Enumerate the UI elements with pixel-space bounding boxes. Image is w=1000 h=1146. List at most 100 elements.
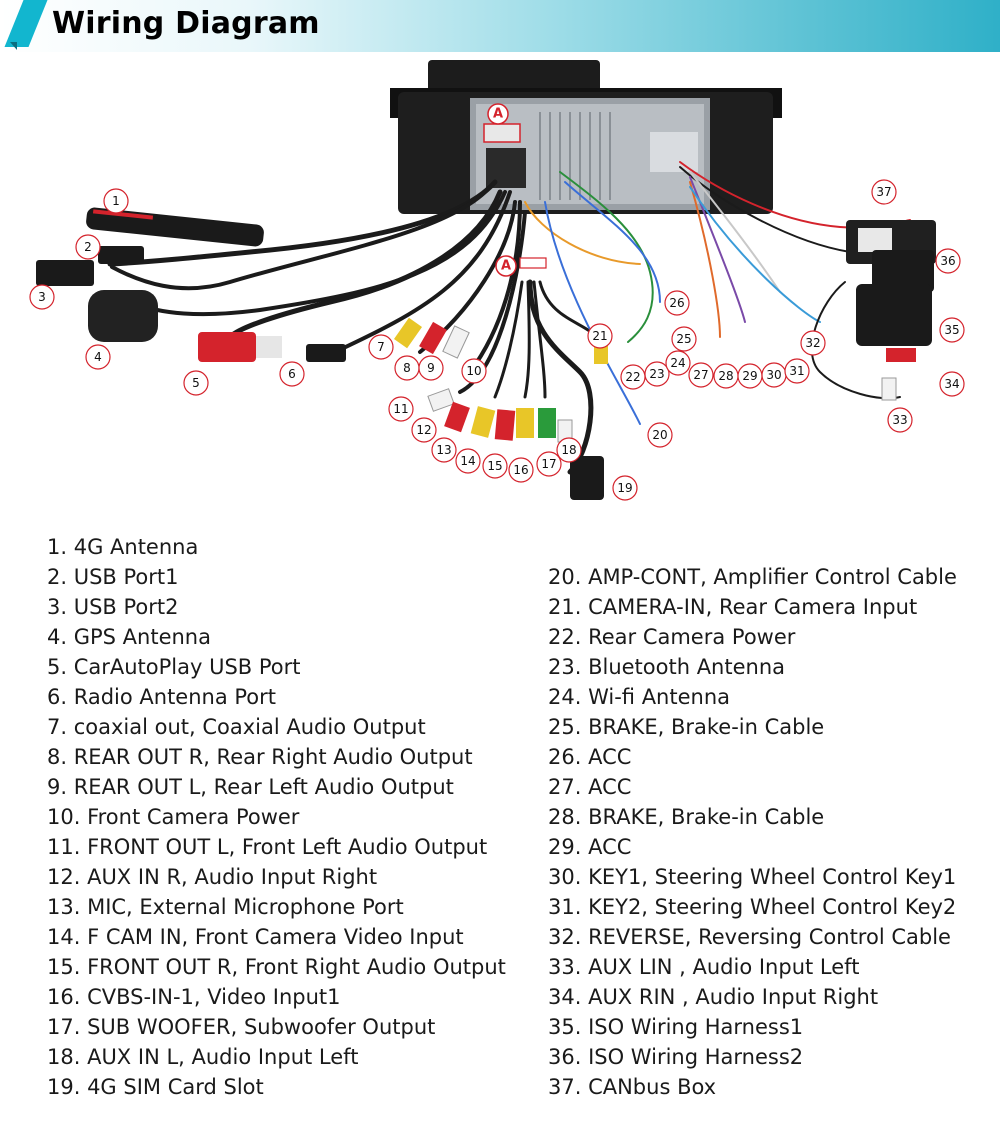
callout-1: 1 bbox=[103, 188, 129, 214]
callout-7: 7 bbox=[368, 334, 394, 360]
iso-harness bbox=[846, 220, 936, 346]
svg-text:37: 37 bbox=[876, 185, 891, 199]
svg-text:35: 35 bbox=[944, 323, 959, 337]
carautoplay-usb-cap bbox=[256, 336, 282, 358]
callout-21: 21 bbox=[587, 323, 613, 349]
svg-text:26: 26 bbox=[669, 296, 684, 310]
callout-group: 1 2 3 4 5 6 7 8 9 10 11 12 13 14 15 16 1… bbox=[29, 179, 965, 501]
svg-text:25: 25 bbox=[676, 332, 691, 346]
svg-text:18: 18 bbox=[561, 443, 576, 457]
legend-item: 2. USB Port1 bbox=[47, 565, 179, 589]
svg-text:A: A bbox=[493, 107, 503, 122]
connector-tag-a-top: A bbox=[487, 103, 509, 125]
callout-8: 8 bbox=[394, 355, 420, 381]
svg-text:16: 16 bbox=[513, 463, 528, 477]
svg-text:21: 21 bbox=[592, 329, 607, 343]
svg-text:A: A bbox=[501, 259, 511, 274]
header-accent-bar bbox=[4, 0, 48, 47]
legend-item: 18. AUX IN L, Audio Input Left bbox=[47, 1045, 359, 1069]
legend-item: 20. AMP-CONT, Amplifier Control Cable bbox=[548, 565, 957, 589]
svg-text:20: 20 bbox=[652, 428, 667, 442]
callout-6: 6 bbox=[279, 361, 305, 387]
callout-32: 32 bbox=[800, 330, 826, 356]
connector-tag-a-bottom: A bbox=[495, 255, 547, 277]
callout-5: 5 bbox=[183, 370, 209, 396]
svg-text:34: 34 bbox=[944, 377, 959, 391]
callout-16: 16 bbox=[508, 457, 534, 483]
legend-item: 22. Rear Camera Power bbox=[548, 625, 796, 649]
svg-text:36: 36 bbox=[940, 254, 955, 268]
legend-item: 25. BRAKE, Brake-in Cable bbox=[548, 715, 825, 739]
svg-text:30: 30 bbox=[766, 368, 781, 382]
callout-20: 20 bbox=[647, 422, 673, 448]
callout-31: 31 bbox=[784, 358, 810, 384]
svg-text:24: 24 bbox=[670, 356, 685, 370]
callout-11: 11 bbox=[388, 396, 414, 422]
svg-text:32: 32 bbox=[805, 336, 820, 350]
svg-text:31: 31 bbox=[789, 364, 804, 378]
header-banner: Wiring Diagram bbox=[0, 0, 1000, 52]
header-fold bbox=[10, 42, 17, 50]
svg-text:2: 2 bbox=[84, 240, 92, 254]
4g-antenna bbox=[86, 207, 264, 247]
legend-item: 8. REAR OUT R, Rear Right Audio Output bbox=[47, 745, 473, 769]
legend-item: 14. F CAM IN, Front Camera Video Input bbox=[47, 925, 464, 949]
callout-13: 13 bbox=[431, 437, 457, 463]
svg-text:19: 19 bbox=[617, 481, 632, 495]
legend-item: 11. FRONT OUT L, Front Left Audio Output bbox=[47, 835, 488, 859]
legend-item: 3. USB Port2 bbox=[47, 595, 179, 619]
legend-item: 19. 4G SIM Card Slot bbox=[47, 1075, 264, 1099]
callout-35: 35 bbox=[939, 317, 965, 343]
svg-text:14: 14 bbox=[460, 454, 475, 468]
callout-17: 17 bbox=[536, 451, 562, 477]
legend-item: 31. KEY2, Steering Wheel Control Key2 bbox=[548, 895, 957, 919]
wiring-diagram: A A 1 2 3 4 5 6 7 8 9 10 11 12 13 14 15 … bbox=[29, 60, 965, 501]
svg-text:10: 10 bbox=[466, 364, 481, 378]
legend-item: 36. ISO Wiring Harness2 bbox=[548, 1045, 804, 1069]
legend-item: 33. AUX LIN , Audio Input Left bbox=[548, 955, 860, 979]
callout-2: 2 bbox=[75, 234, 101, 260]
svg-text:9: 9 bbox=[427, 361, 435, 375]
callout-24: 24 bbox=[665, 350, 691, 376]
legend-item: 26. ACC bbox=[548, 745, 632, 769]
svg-text:7: 7 bbox=[377, 340, 385, 354]
callout-27: 27 bbox=[688, 362, 714, 388]
svg-text:23: 23 bbox=[649, 367, 664, 381]
legend-item: 24. Wi-fi Antenna bbox=[548, 685, 731, 709]
callout-25: 25 bbox=[671, 326, 697, 352]
radio-antenna-port bbox=[306, 344, 346, 362]
legend-item: 10. Front Camera Power bbox=[47, 805, 300, 829]
legend-left-column: 1. 4G Antenna 2. USB Port1 3. USB Port2 … bbox=[47, 532, 506, 1102]
callout-37: 37 bbox=[871, 179, 897, 205]
callout-30: 30 bbox=[761, 362, 787, 388]
svg-text:17: 17 bbox=[541, 457, 556, 471]
svg-text:1: 1 bbox=[112, 194, 120, 208]
svg-text:12: 12 bbox=[416, 423, 431, 437]
legend-item: 16. CVBS-IN-1, Video Input1 bbox=[47, 985, 341, 1009]
callout-14: 14 bbox=[455, 448, 481, 474]
legend-item: 6. Radio Antenna Port bbox=[47, 685, 277, 709]
legend-item: 37. CANbus Box bbox=[548, 1075, 717, 1099]
legend-item: 23. Bluetooth Antenna bbox=[548, 655, 786, 679]
legend-item: 12. AUX IN R, Audio Input Right bbox=[47, 865, 378, 889]
legend-item: 1. 4G Antenna bbox=[47, 535, 199, 559]
legend-item: 13. MIC, External Microphone Port bbox=[47, 895, 404, 919]
callout-10: 10 bbox=[461, 358, 487, 384]
legend-item: 5. CarAutoPlay USB Port bbox=[47, 655, 301, 679]
legend-item: 15. FRONT OUT R, Front Right Audio Outpu… bbox=[47, 955, 506, 979]
legend-item: 21. CAMERA-IN, Rear Camera Input bbox=[548, 595, 918, 619]
callout-36: 36 bbox=[935, 248, 961, 274]
page-title: Wiring Diagram bbox=[52, 6, 320, 41]
callout-19: 19 bbox=[612, 475, 638, 501]
svg-text:8: 8 bbox=[403, 361, 411, 375]
callout-18: 18 bbox=[556, 437, 582, 463]
cable-bundle bbox=[107, 161, 911, 475]
svg-text:22: 22 bbox=[625, 370, 640, 384]
svg-text:28: 28 bbox=[718, 369, 733, 383]
carautoplay-usb bbox=[198, 332, 256, 362]
svg-text:15: 15 bbox=[487, 459, 502, 473]
svg-text:4: 4 bbox=[94, 350, 102, 364]
legend-item: 29. ACC bbox=[548, 835, 632, 859]
usb-port-2 bbox=[36, 260, 94, 286]
legend-item: 28. BRAKE, Brake-in Cable bbox=[548, 805, 825, 829]
